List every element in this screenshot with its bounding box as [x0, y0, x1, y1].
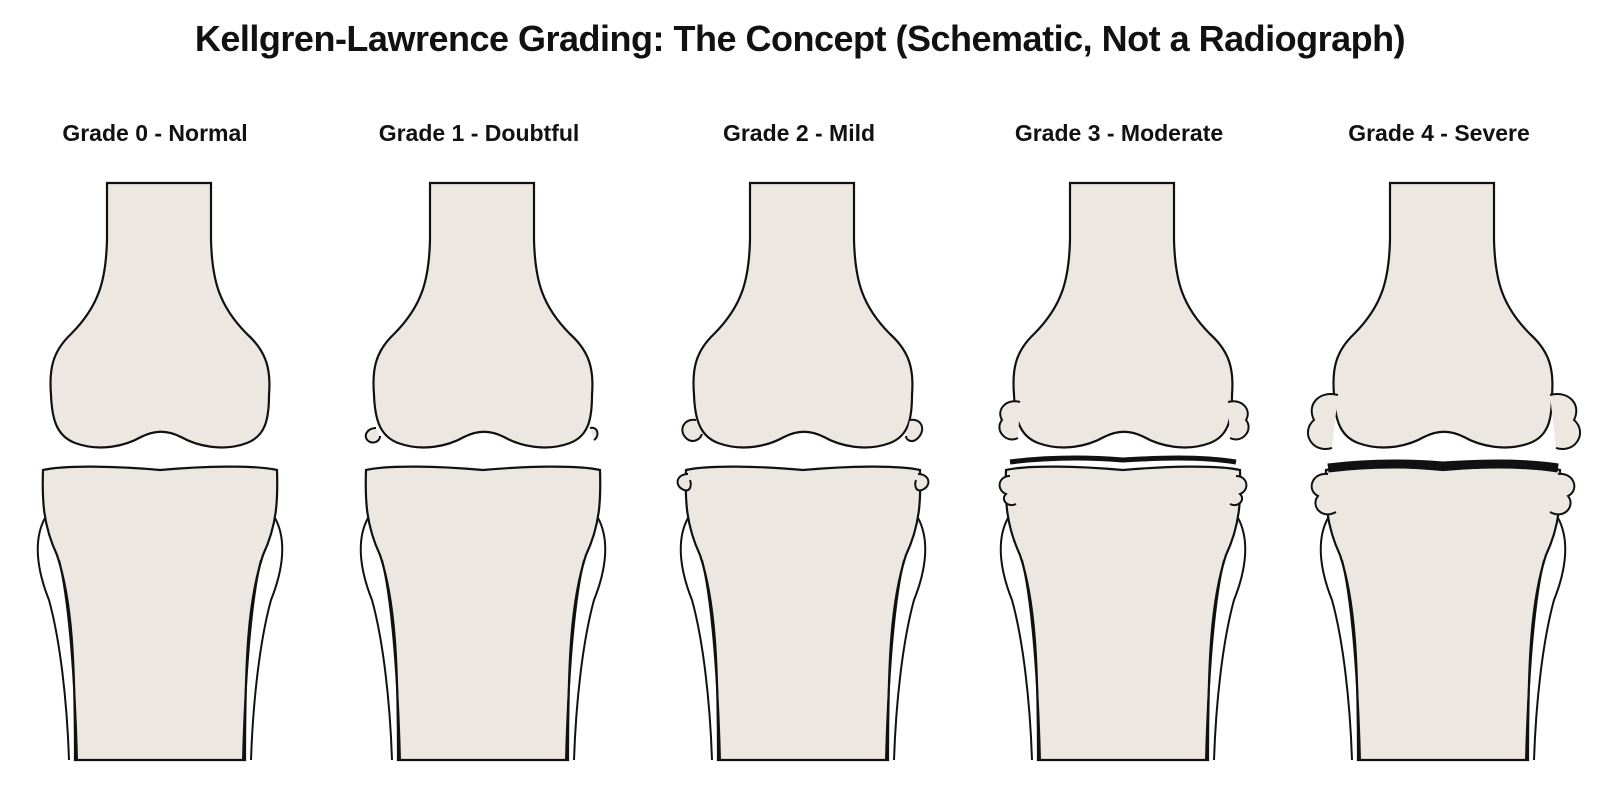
grade-label-0: Grade 0 - Normal [62, 120, 248, 146]
grade-label-3: Grade 3 - Moderate [1014, 120, 1224, 146]
grade-label-4: Grade 4 - Severe [1348, 120, 1530, 146]
grade-label-1: Grade 1 - Doubtful [378, 120, 580, 146]
joint-grade-0 [36, 181, 284, 762]
joint-grade-4 [1307, 181, 1581, 762]
joint-grade-1 [359, 181, 607, 762]
joint-grade-2 [676, 181, 930, 762]
page-title: Kellgren-Lawrence Grading: The Concept (… [194, 18, 1406, 59]
joint-grade-3 [998, 181, 1250, 762]
grade-label-2: Grade 2 - Mild [722, 120, 876, 146]
